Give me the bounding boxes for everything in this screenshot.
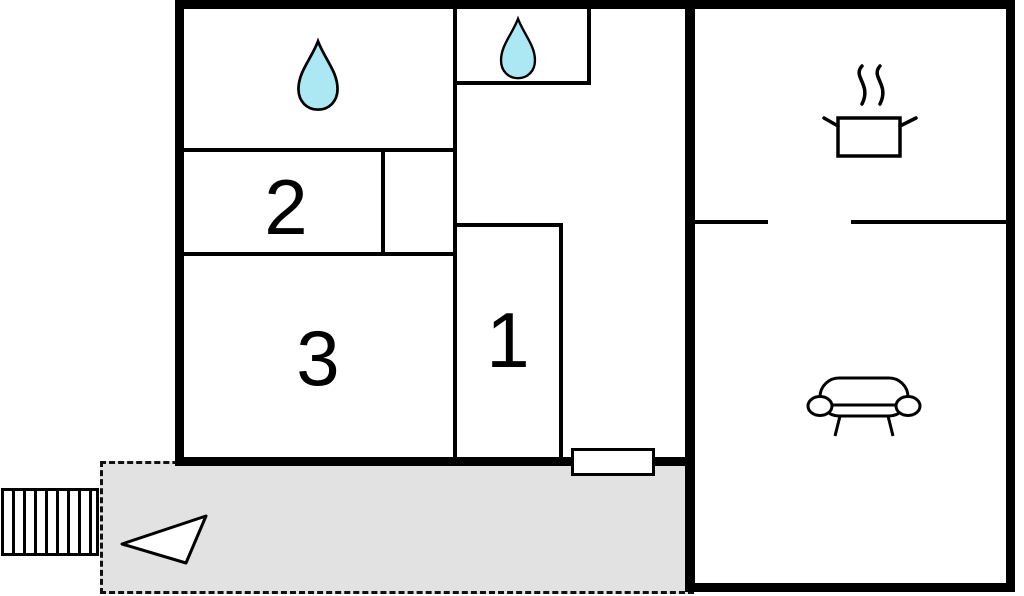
wall-top-exterior xyxy=(175,0,1015,9)
water-drop-icon xyxy=(297,37,339,112)
room-label-3: 3 xyxy=(296,314,340,402)
room-label-1: 1 xyxy=(486,296,530,384)
wall-room2-bottom xyxy=(183,252,457,256)
wall-kitchen-divider-right xyxy=(851,220,1006,224)
wall-room1-top xyxy=(453,223,563,227)
water-drop-icon xyxy=(499,15,537,80)
wall-room2-right xyxy=(381,148,385,256)
room-label-2: 2 xyxy=(264,163,308,251)
direction-arrow-icon xyxy=(120,514,208,565)
wall-bottom-left-exterior xyxy=(175,457,695,466)
wall-bottom-right-exterior xyxy=(685,583,1015,592)
wall-center-vertical xyxy=(685,0,695,592)
wall-wc-right xyxy=(587,9,591,85)
sofa-icon xyxy=(806,376,922,437)
wall-bath-bottom xyxy=(183,148,457,152)
stove-pot-steam-icon xyxy=(822,64,918,158)
stairs-icon xyxy=(1,488,99,556)
wall-room1-right xyxy=(559,223,563,461)
wall-right-exterior xyxy=(1006,0,1015,592)
door-opening-marker xyxy=(571,448,655,476)
wall-left-exterior xyxy=(175,0,184,466)
wall-hall-vertical xyxy=(453,9,457,461)
wall-wc-bottom xyxy=(453,81,591,85)
wall-kitchen-divider-left xyxy=(695,220,768,224)
